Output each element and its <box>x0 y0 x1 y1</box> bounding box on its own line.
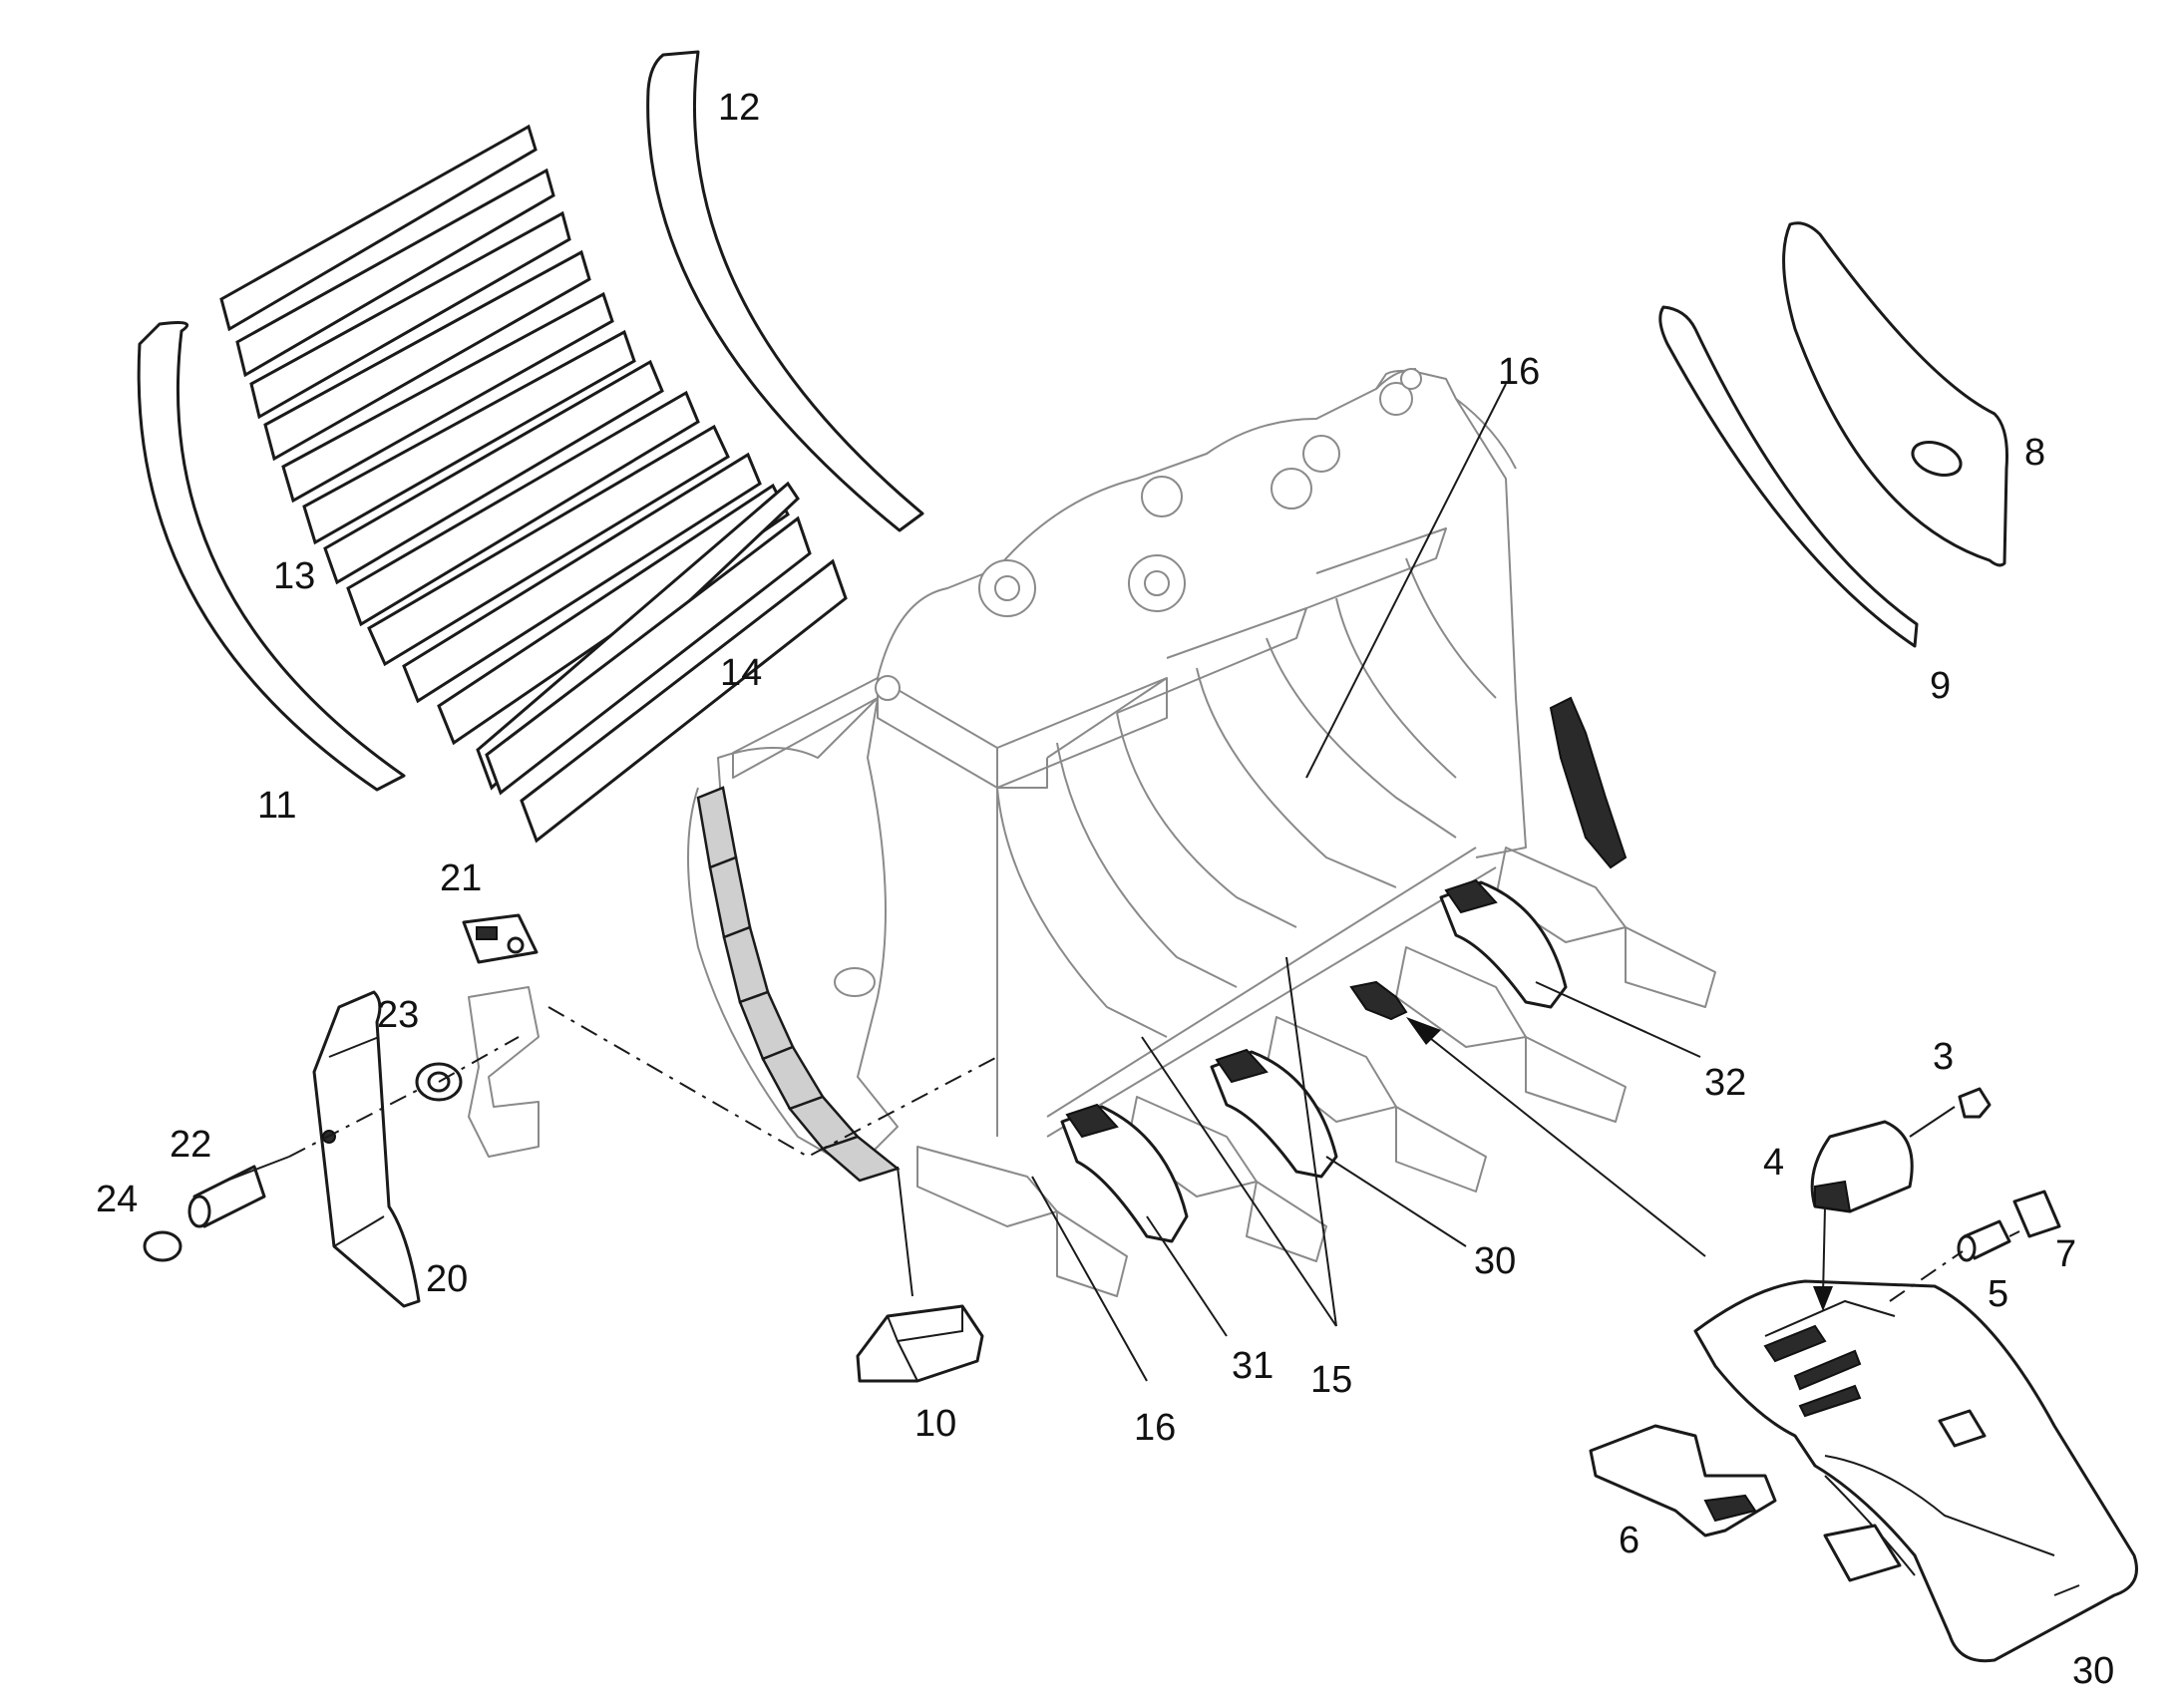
callout-32: 32 <box>1704 1062 1746 1104</box>
callout-labels: 3 4 5 6 7 8 9 10 11 12 13 14 15 16 16 20… <box>96 87 2114 1692</box>
callout-15: 15 <box>1310 1359 1352 1401</box>
callout-14: 14 <box>720 652 762 694</box>
callout-8: 8 <box>2024 432 2045 474</box>
part-3-clip <box>1958 1087 1992 1119</box>
bucket-body <box>687 368 1527 1178</box>
callout-11: 11 <box>257 785 296 827</box>
callout-3: 3 <box>1933 1036 1954 1078</box>
side-strip-12 <box>646 50 924 532</box>
part-22-pin <box>187 1165 266 1228</box>
wear-strips-14 <box>219 124 848 844</box>
callout-13: 13 <box>273 555 315 597</box>
part-5-bolt <box>1957 1219 2011 1262</box>
side-plate-9 <box>1658 305 1919 648</box>
part-4-lock <box>1810 1120 1914 1213</box>
side-cutter-8 <box>1782 221 2008 567</box>
part-6-keeper <box>1589 1424 1777 1537</box>
callout-30-mid: 30 <box>1474 1240 1516 1282</box>
part-30-tooth-detail <box>1693 1279 2138 1663</box>
callout-23: 23 <box>377 994 419 1036</box>
callout-21: 21 <box>440 857 482 899</box>
part-20-adapter <box>312 990 421 1308</box>
leader-lines <box>223 383 2020 1382</box>
part-7-cap <box>2012 1190 2061 1238</box>
part-10-wedge <box>856 1304 984 1383</box>
callout-24: 24 <box>96 1179 138 1220</box>
callout-20: 20 <box>426 1258 468 1300</box>
part-21-clip <box>462 913 539 964</box>
callout-16-bottom: 16 <box>1134 1407 1176 1449</box>
callout-31: 31 <box>1232 1345 1273 1387</box>
callout-9: 9 <box>1930 665 1951 707</box>
callout-22: 22 <box>170 1124 211 1166</box>
side-strip-11 <box>137 321 406 792</box>
shroud-30 <box>1210 1048 1338 1179</box>
callout-16-top: 16 <box>1498 351 1540 393</box>
shroud-31 <box>1060 1103 1189 1243</box>
callout-10: 10 <box>914 1403 956 1445</box>
callout-12: 12 <box>718 87 760 129</box>
part-24-plug <box>143 1230 182 1262</box>
shroud-32 <box>1439 878 1568 1009</box>
callout-7: 7 <box>2055 1233 2076 1275</box>
small-lock-center <box>1349 980 1408 1021</box>
teeth-row <box>916 696 1716 1297</box>
ghost-adapter-left <box>468 986 540 1158</box>
callout-6: 6 <box>1619 1520 1639 1561</box>
callout-5: 5 <box>1988 1273 2008 1315</box>
callout-30-detail: 30 <box>2072 1650 2114 1692</box>
side-wear-segments <box>696 786 901 1183</box>
callout-4: 4 <box>1763 1142 1784 1184</box>
